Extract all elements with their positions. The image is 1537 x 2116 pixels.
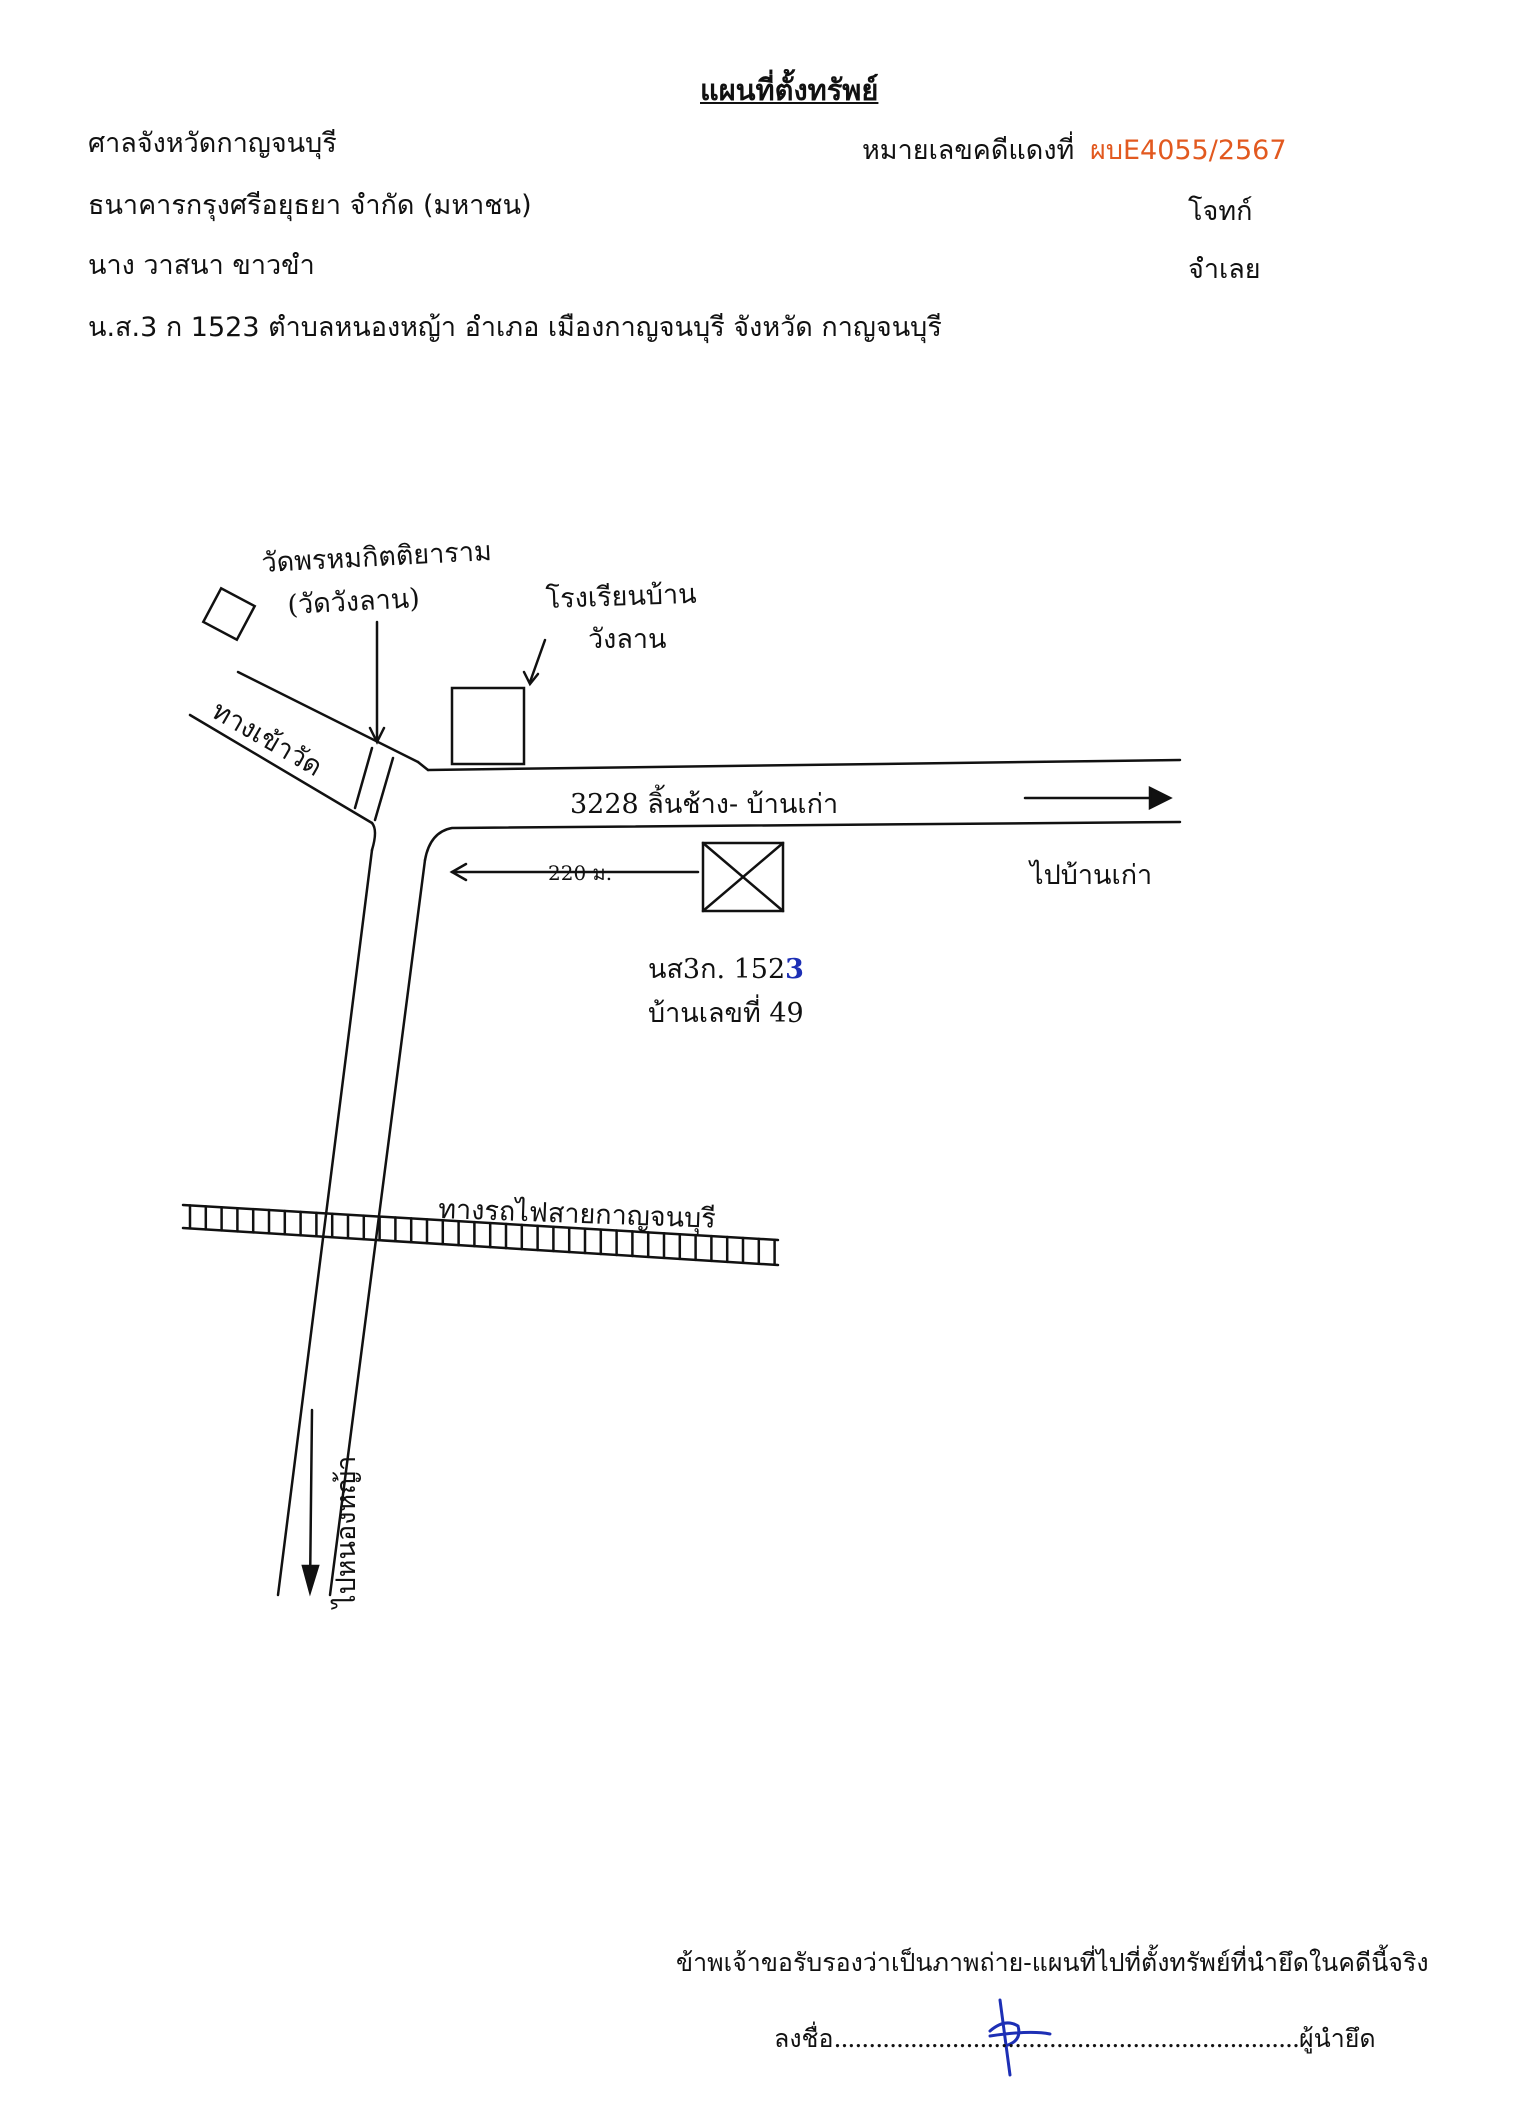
property-location: น.ส.3 ก 1523 ตำบลหนองหญ้า อำเภอ เมืองกาญ… — [88, 312, 942, 343]
south-road-edge-left — [276, 848, 374, 1597]
temple-alt-name-label: (วัดวังลาน) — [287, 583, 421, 621]
sign-role: ผู้นำยึด — [1298, 2024, 1376, 2053]
case-number-value: ผบE4055/2567 — [1090, 135, 1287, 166]
to-nong-ya-label: ไปหนองหญ้า — [331, 1456, 362, 1610]
south-road-edge-right — [328, 858, 427, 1597]
railway-ties — [188, 1204, 776, 1267]
temple-icon — [201, 586, 257, 642]
sign-prefix: ลงชื่อ — [774, 2024, 834, 2053]
main-road-edge-bottom — [423, 820, 1182, 862]
temple-name-label: วัดพรหมกิตติยาราม — [261, 536, 493, 579]
railway-label: ทางรถไฟสายกาญจนบุรี — [438, 1194, 717, 1236]
sign-dots: ........................................… — [833, 2024, 1300, 2053]
parcel-id-label: นส3ก. 1523 — [648, 954, 804, 985]
school-name-label-line1: โรงเรียนบ้าน — [545, 579, 697, 615]
to-ban-kao-label: ไปบ้านเก่า — [1028, 860, 1152, 891]
certification-text: ข้าพเจ้าขอรับรองว่าเป็นภาพถ่าย-แผนที่ไปท… — [676, 1948, 1429, 1977]
school-pointer-arrow — [528, 638, 547, 684]
parcel-id-suffix: 3 — [785, 954, 804, 985]
main-road-label: 3228 ลิ้นช้าง- บ้านเก่า — [570, 784, 838, 820]
main-road-edge-top — [426, 758, 1182, 772]
signature-line: ลงชื่อ..................................… — [774, 2026, 1376, 2051]
school-name-label-line2: วังลาน — [588, 624, 667, 655]
distance-label: 220 ม. — [548, 861, 612, 885]
temple-road-edge-top — [236, 670, 420, 764]
school-building — [450, 686, 526, 766]
case-number-label: หมายเลขคดีแดงที่ — [862, 135, 1075, 166]
parcel-id-prefix: นส3ก. 152 — [648, 954, 785, 985]
page-title: แผนที่ตั้งทรัพย์ — [700, 73, 879, 107]
temple-road-edge-bottom — [188, 713, 374, 825]
to-nong-ya-arrow — [308, 1408, 314, 1592]
plaintiff-name: ธนาคารกรุงศรีอยุธยา จำกัด (มหาชน) — [88, 190, 532, 221]
plaintiff-role: โจทก์ — [1188, 196, 1253, 227]
defendant-name: นาง วาสนา ขาวขำ — [88, 250, 315, 281]
court-name: ศาลจังหวัดกาญจนบุรี — [88, 128, 337, 159]
signature-scribble — [988, 1998, 1052, 2077]
house-number-label: บ้านเลขที่ 49 — [648, 994, 804, 1029]
defendant-role: จำเลย — [1188, 254, 1261, 285]
property-parcel — [701, 841, 785, 913]
